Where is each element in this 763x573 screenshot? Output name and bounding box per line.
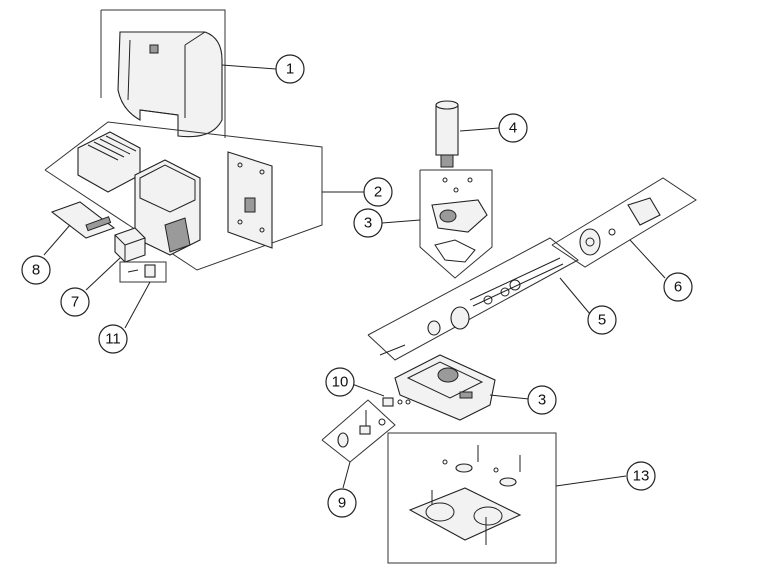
foundation-plate [387, 432, 557, 564]
callout-8: 8 [21, 255, 51, 285]
base-housing [394, 354, 496, 421]
callout-label: 9 [338, 495, 346, 512]
limit-switch-bracket [382, 397, 411, 407]
callout-label: 10 [332, 374, 349, 391]
callout-label: 5 [598, 312, 606, 329]
callout-9: 9 [327, 488, 357, 518]
callout-13: 13 [626, 461, 656, 491]
callout-label: 13 [633, 468, 650, 485]
callout-7: 7 [60, 287, 90, 317]
callout-11: 11 [98, 324, 128, 354]
callout-label: 4 [509, 120, 517, 137]
manual-release-parts [321, 399, 396, 463]
callout-3-lower: 3 [527, 385, 557, 415]
callout-label: 3 [538, 392, 546, 409]
callout-2: 2 [363, 177, 393, 207]
callout-label: 8 [32, 262, 40, 279]
callout-5: 5 [587, 305, 617, 335]
motor [435, 100, 459, 168]
callout-6: 6 [663, 272, 693, 302]
drive-pinion-assembly [551, 177, 697, 268]
callout-3-upper: 3 [353, 208, 383, 238]
callout-label: 3 [364, 215, 372, 232]
transformer [114, 227, 146, 263]
callout-label: 2 [374, 184, 382, 201]
callout-label: 6 [674, 279, 682, 296]
callout-10: 10 [325, 367, 355, 397]
callout-4: 4 [498, 113, 528, 143]
callout-label: 7 [71, 294, 79, 311]
callout-1: 1 [275, 54, 305, 84]
output-shaft-assembly [367, 237, 579, 361]
upper-gearbox-housing [419, 169, 493, 279]
callout-label: 11 [105, 331, 121, 348]
control-box-assembly [44, 121, 323, 271]
terminal-block [119, 261, 167, 283]
callout-label: 1 [286, 61, 294, 78]
housing-cover [100, 9, 226, 138]
control-board [50, 201, 116, 239]
